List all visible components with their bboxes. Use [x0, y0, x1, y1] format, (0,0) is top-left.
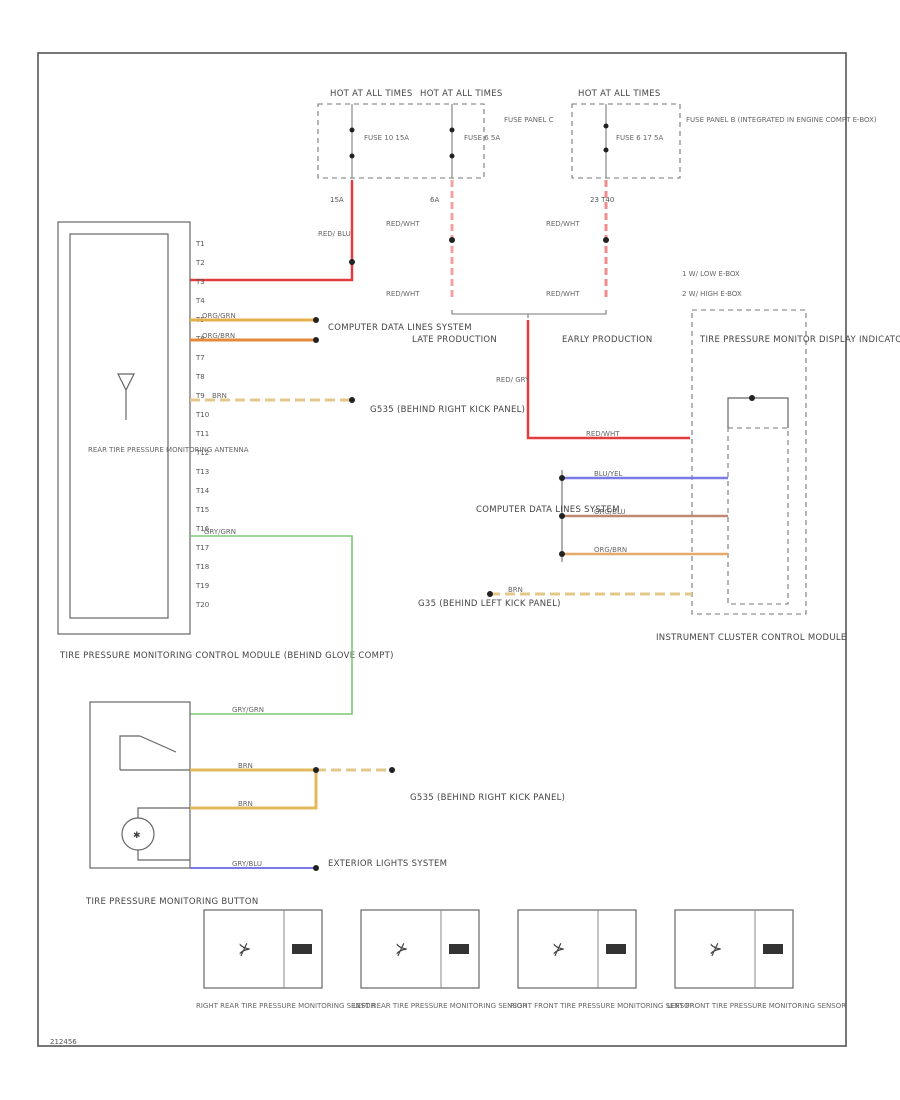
fuse1-label: FUSE 10 15A: [364, 134, 409, 142]
wire-org-blu-label: ORG/BLU: [594, 508, 626, 516]
wire-red-wht-label-1: RED/WHT: [386, 220, 420, 228]
fuse1-hot-label: HOT AT ALL TIMES: [330, 89, 413, 99]
module-pin-4: T4: [195, 297, 205, 305]
sensor-row: ⊁ RIGHT REAR TIRE PRESSURE MONITORING SEN…: [196, 909, 846, 1010]
wire-red-wht-label-4: RED/WHT: [546, 290, 580, 298]
module-pin-8: T8: [195, 373, 205, 381]
note-1: 1 W/ LOW E-BOX: [682, 270, 740, 278]
wire-blu-yel-label: BLU/YEL: [594, 470, 623, 478]
module-pin-16: T16: [195, 525, 210, 533]
instrument-cluster-label: INSTRUMENT CLUSTER CONTROL MODULE: [656, 633, 847, 643]
wire-red-gry-label: RED/ GRY: [496, 376, 530, 384]
sensor-transistor-icon: ⊁: [552, 939, 565, 958]
fuse3-pin: 23 T40: [590, 196, 614, 204]
module-pin-9: T9: [195, 392, 205, 400]
early-production-label: EARLY PRODUCTION: [562, 335, 653, 345]
module-pin-14: T14: [195, 487, 210, 495]
wire-org-grn-label: ORG/GRN: [202, 312, 236, 320]
sensor-3: ⊁ RIGHT FRONT TIRE PRESSURE MONITORING SE…: [510, 909, 695, 1010]
sensor-battery-icon: [606, 944, 626, 954]
fuse-panel-b-label: FUSE PANEL B (INTEGRATED IN ENGINE COMPT…: [686, 116, 877, 124]
wire-red-blu-label: RED/ BLU: [318, 230, 351, 238]
wire-red-wht-label-5: RED/WHT: [586, 430, 620, 438]
module-pin-15: T15: [195, 506, 209, 514]
ground-g535-label-2: G535 (BEHIND RIGHT KICK PANEL): [410, 793, 565, 803]
sensor-transistor-icon: ⊁: [238, 939, 251, 958]
fuse2-hot-label: HOT AT ALL TIMES: [420, 89, 503, 99]
wire-red-gry: [526, 320, 690, 440]
control-module-label: TIRE PRESSURE MONITORING CONTROL MODULE …: [59, 651, 394, 661]
late-production-label: LATE PRODUCTION: [412, 335, 497, 345]
sensor-label: RIGHT REAR TIRE PRESSURE MONITORING SENS…: [196, 1002, 376, 1010]
sensor-transistor-icon: ⊁: [709, 939, 722, 958]
wire-red-wht-label-3: RED/WHT: [546, 220, 580, 228]
fuse-panel-c-label: FUSE PANEL C: [504, 116, 554, 124]
sensor-4: ⊁ LEFT FRONT TIRE PRESSURE MONITORING SEN…: [667, 909, 846, 1010]
sensor-1: ⊁ RIGHT REAR TIRE PRESSURE MONITORING SEN…: [196, 909, 376, 1010]
wire-gry-blu-label: GRY/BLU: [232, 860, 262, 868]
sensor-battery-icon: [763, 944, 783, 954]
sensor-label: LEFT REAR TIRE PRESSURE MONITORING SENSO…: [353, 1002, 527, 1010]
exterior-lights-label: EXTERIOR LIGHTS SYSTEM: [328, 859, 447, 869]
wire-red-blu-fuse1: [190, 180, 354, 282]
sensor-battery-icon: [292, 944, 312, 954]
module-pin-20: T20: [195, 601, 209, 609]
production-brace: [451, 310, 607, 318]
fuse-block-1: HOT AT ALL TIMES FUSE 10 15A 15A: [317, 89, 485, 204]
lamp-icon: ✱: [133, 831, 141, 841]
module-pin-17: T17: [195, 544, 209, 552]
sensor-battery-icon: [449, 944, 469, 954]
wire-brn-button-1: [190, 768, 318, 810]
module-pin-18: T18: [195, 563, 209, 571]
fuse1-pin: 15A: [330, 196, 344, 204]
fuse3-label: FUSE 6 17 5A: [616, 134, 664, 142]
rear-antenna-label: REAR TIRE PRESSURE MONITORING ANTENNA: [88, 446, 249, 454]
wire-gry-grn-label: GRY/GRN: [204, 528, 236, 536]
module-pin-19: T19: [195, 582, 209, 590]
module-pin-11: T11: [195, 430, 209, 438]
sensor-label: RIGHT FRONT TIRE PRESSURE MONITORING SEN…: [510, 1002, 695, 1010]
wire-brn-label-3: BRN: [238, 762, 253, 770]
diagram-border: [37, 52, 847, 1047]
module-pin-12: T12: [195, 449, 209, 457]
module-pin-10: T10: [195, 411, 209, 419]
wire-gry-grn: [190, 535, 353, 715]
module-pin-list: T1T2T3T4T5T6T7T8T9T10T11T12T13T14T15T16T…: [195, 240, 210, 609]
footer-code: 212456: [50, 1038, 77, 1046]
ground-g35-label: G35 (BEHIND LEFT KICK PANEL): [418, 599, 561, 609]
instrument-cluster: 1 W/ LOW E-BOX 2 W/ HIGH E-BOX TIRE PRES…: [656, 270, 900, 643]
button-label: TIRE PRESSURE MONITORING BUTTON: [85, 897, 259, 907]
display-lamp-label: TIRE PRESSURE MONITOR DISPLAY INDICATOR …: [699, 335, 900, 345]
wire-org-brn-label-2: ORG/BRN: [594, 546, 627, 554]
module-pin-2: T2: [195, 259, 205, 267]
control-module: REAR TIRE PRESSURE MONITORING ANTENNA T1…: [57, 221, 394, 661]
sensor-label: LEFT FRONT TIRE PRESSURE MONITORING SENS…: [667, 1002, 846, 1010]
sensor-transistor-icon: ⊁: [395, 939, 408, 958]
tpms-button: ✱ TIRE PRESSURE MONITORING BUTTON: [85, 701, 259, 907]
module-pin-3: T3: [195, 278, 205, 286]
fuse-block-3: HOT AT ALL TIMES FUSE 6 17 5A 23 T40 FUS…: [571, 89, 877, 204]
wire-red-wht-label-2: RED/WHT: [386, 290, 420, 298]
computer-data-lines-1: COMPUTER DATA LINES SYSTEM: [328, 323, 472, 333]
wire-brn-label-2: BRN: [508, 586, 523, 594]
fuse-block-2: HOT AT ALL TIMES FUSE 6 5A 6A FUSE PANEL…: [420, 89, 554, 204]
fuse2-label: FUSE 6 5A: [464, 134, 500, 142]
wire-org-brn-label: ORG/BRN: [202, 332, 235, 340]
fuse2-pin: 6A: [430, 196, 439, 204]
note-2: 2 W/ HIGH E-BOX: [682, 290, 742, 298]
wire-gry-grn-label-2: GRY/GRN: [232, 706, 264, 714]
module-pin-1: T1: [195, 240, 205, 248]
ground-g535-label: G535 (BEHIND RIGHT KICK PANEL): [370, 405, 525, 415]
antenna-icon: [117, 373, 135, 420]
wire-brn-label-4: BRN: [238, 800, 253, 808]
module-pin-13: T13: [195, 468, 209, 476]
computer-data-lines-2: COMPUTER DATA LINES SYSTEM: [476, 505, 620, 515]
module-pin-7: T7: [195, 354, 205, 362]
sensor-2: ⊁ LEFT REAR TIRE PRESSURE MONITORING SENS…: [353, 909, 527, 1010]
wire-brn-label: BRN: [212, 392, 227, 400]
fuse3-hot-label: HOT AT ALL TIMES: [578, 89, 661, 99]
